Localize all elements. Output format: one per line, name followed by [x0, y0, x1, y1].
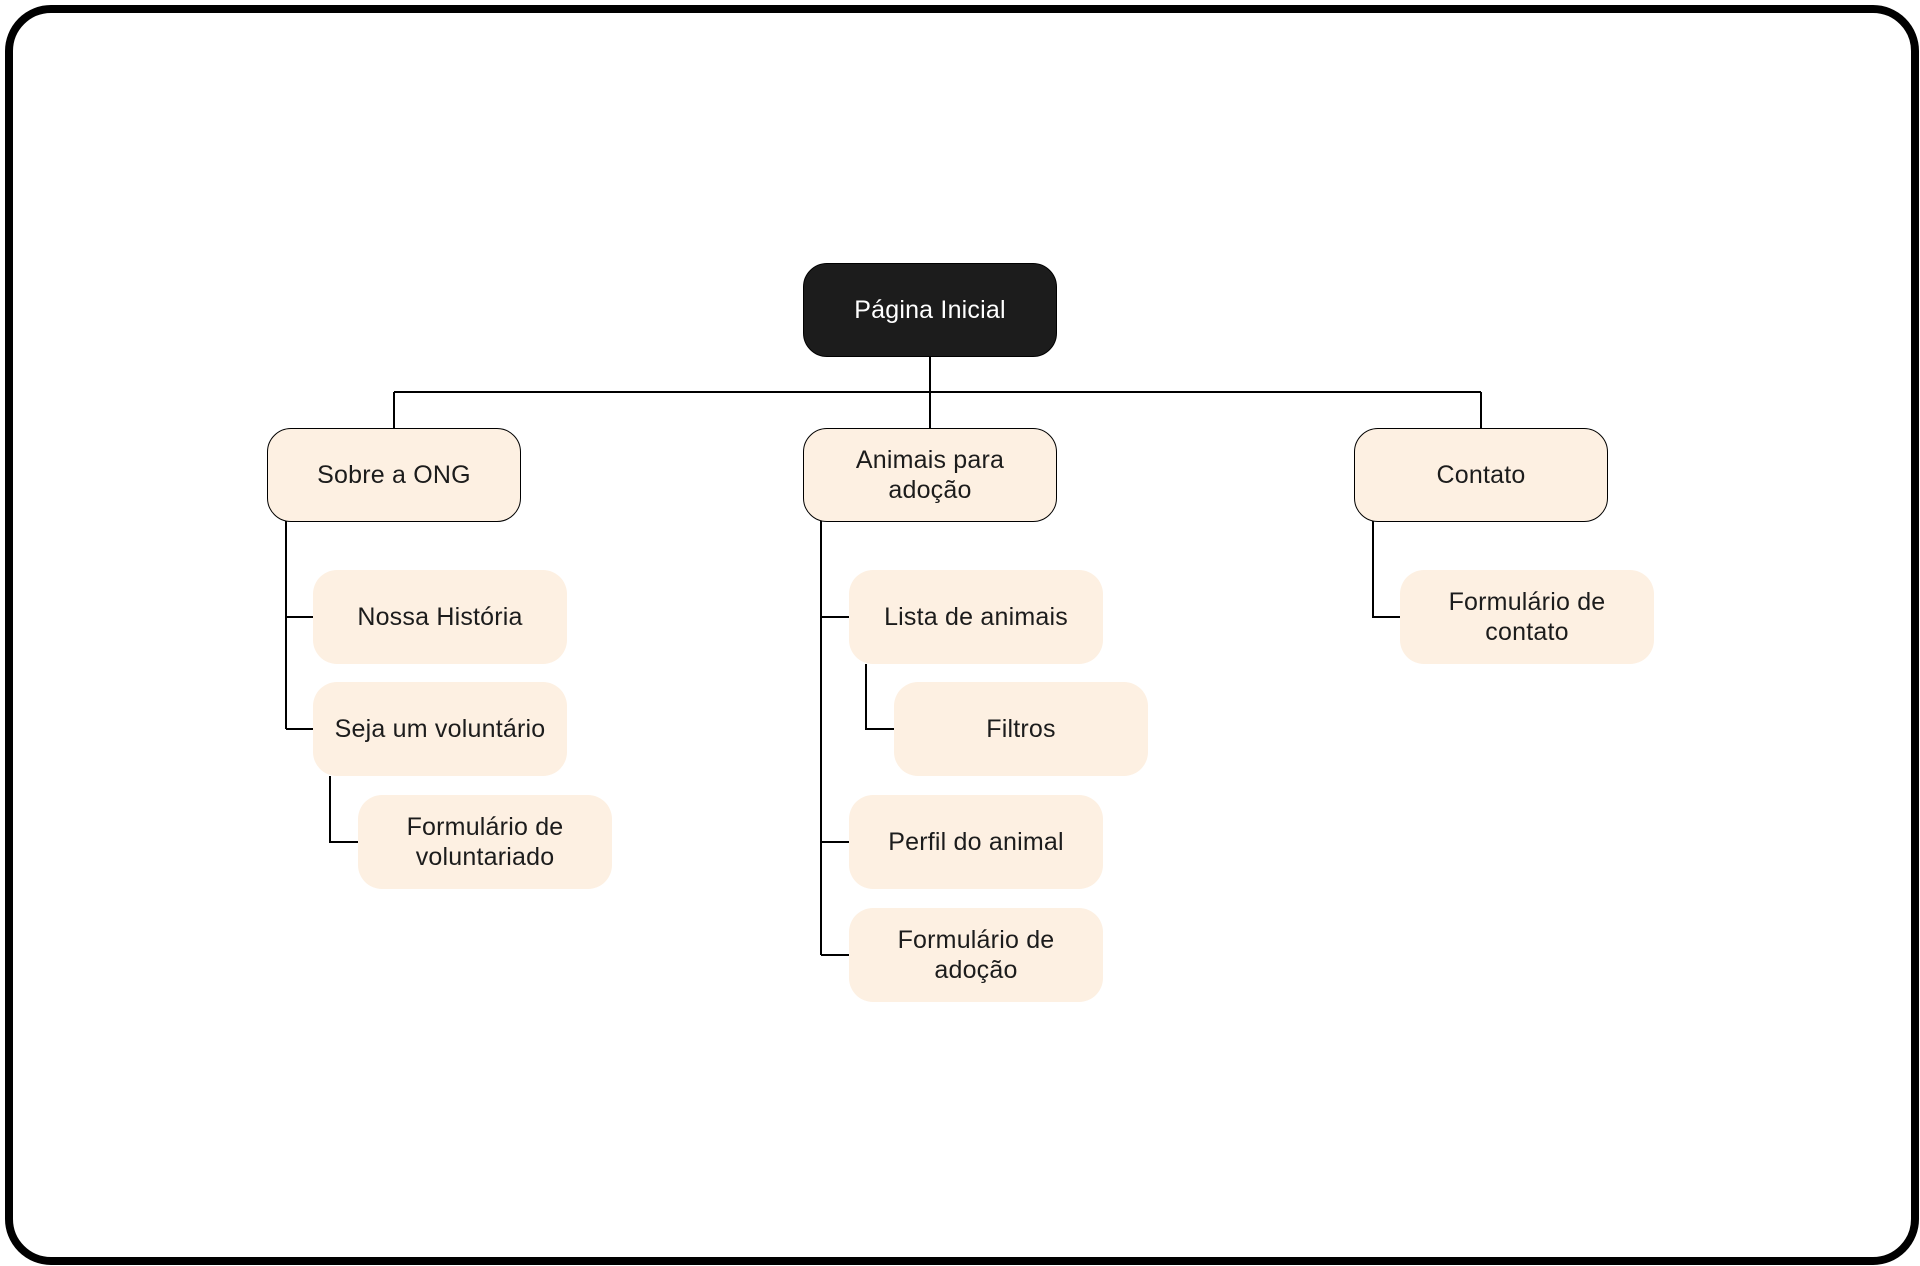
node-label: Nossa História: [357, 603, 523, 631]
node-formulario-de-adocao: Formulário de adoção: [849, 908, 1103, 1002]
node-label: Sobre a ONG: [317, 461, 471, 489]
node-perfil-do-animal: Perfil do animal: [849, 795, 1103, 889]
connector-form-contato: [1372, 521, 1400, 618]
node-label: Perfil do animal: [888, 828, 1064, 856]
node-label: Formulário de contato: [1448, 588, 1606, 646]
node-formulario-de-contato: Formulário de contato: [1400, 570, 1654, 664]
node-nossa-historia: Nossa História: [313, 570, 567, 664]
connector-form-voluntariado: [329, 776, 358, 843]
node-label: Animais para adoção: [855, 446, 1005, 504]
connector-filtros: [865, 664, 894, 730]
node-contato: Contato: [1354, 428, 1608, 522]
node-lista-de-animais: Lista de animais: [849, 570, 1103, 664]
node-label: Formulário de adoção: [897, 926, 1055, 984]
node-label: Filtros: [986, 715, 1056, 743]
node-label: Formulário de voluntariado: [406, 813, 564, 871]
node-sobre-a-ong: Sobre a ONG: [267, 428, 521, 522]
node-formulario-de-voluntariado: Formulário de voluntariado: [358, 795, 612, 889]
node-label: Página Inicial: [854, 296, 1006, 324]
node-label: Seja um voluntário: [334, 715, 546, 743]
node-label: Lista de animais: [884, 603, 1068, 631]
node-animais-para-adocao: Animais para adoção: [803, 428, 1057, 522]
node-seja-um-voluntario: Seja um voluntário: [313, 682, 567, 776]
node-label: Contato: [1436, 461, 1526, 489]
node-pagina-inicial: Página Inicial: [803, 263, 1057, 357]
node-filtros: Filtros: [894, 682, 1148, 776]
